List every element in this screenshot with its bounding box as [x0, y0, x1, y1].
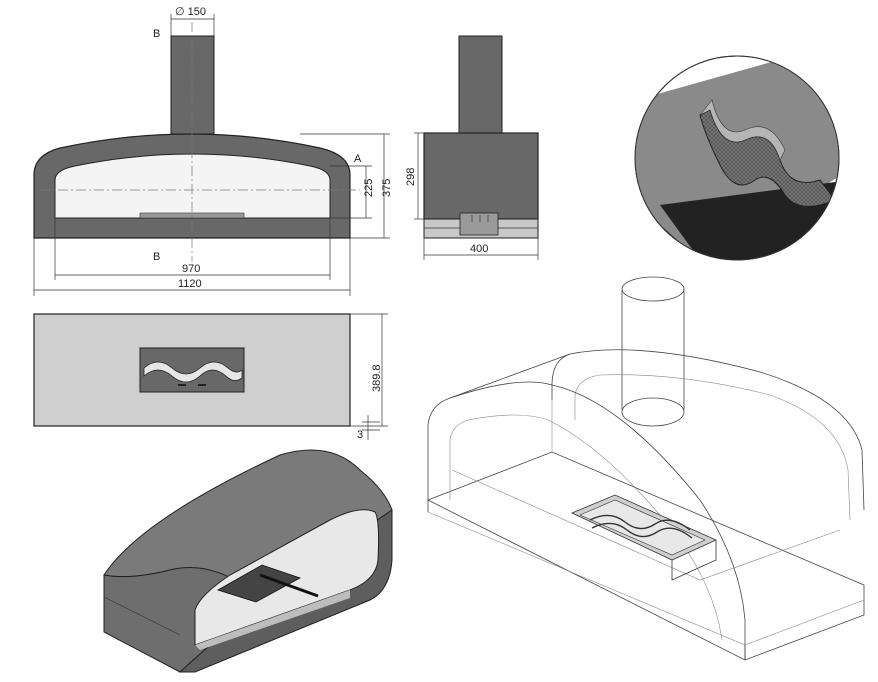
section-marker-a: A [354, 153, 362, 165]
dim-inner-width: 970 [182, 263, 200, 275]
dim-outer-width: 1120 [178, 278, 202, 290]
top-dim-depth: 389.8 [371, 364, 383, 392]
front-flue-pipe [170, 35, 215, 135]
dim-opening-height: 225 [363, 179, 375, 197]
section-marker-b-top: B [153, 28, 160, 40]
detail-view [634, 55, 840, 261]
top-burner-wave [143, 361, 243, 383]
iso-solid-view [103, 449, 393, 673]
iso-wireframe-view [427, 276, 865, 661]
front-view: ∅ 150 B B A 225 375 970 1120 [33, 6, 393, 296]
side-flue-pipe [458, 35, 503, 135]
flue-diameter-label: ∅ 150 [175, 6, 206, 18]
top-dim-thickness: 3 [357, 429, 363, 441]
detail-slot-wall [699, 99, 786, 161]
wire-front-arch [427, 381, 746, 660]
side-dim-depth: 400 [470, 243, 488, 255]
front-oven-opening [54, 153, 331, 219]
section-marker-b-bottom: B [153, 251, 160, 263]
side-view: 298 400 [405, 35, 539, 260]
wire-flue-bottom [621, 397, 685, 427]
top-view: 389.8 3 [33, 313, 388, 441]
iso-burner-plate [217, 564, 301, 603]
iso-inner-floor [195, 590, 350, 650]
side-dim-height: 298 [405, 168, 417, 186]
side-oven-body [423, 132, 539, 220]
iso-burner-pipe [259, 573, 319, 598]
side-burner-box [459, 212, 499, 236]
wire-flue-top [621, 276, 685, 302]
dim-total-height: 375 [381, 179, 393, 197]
wire-back-arch [551, 349, 865, 511]
